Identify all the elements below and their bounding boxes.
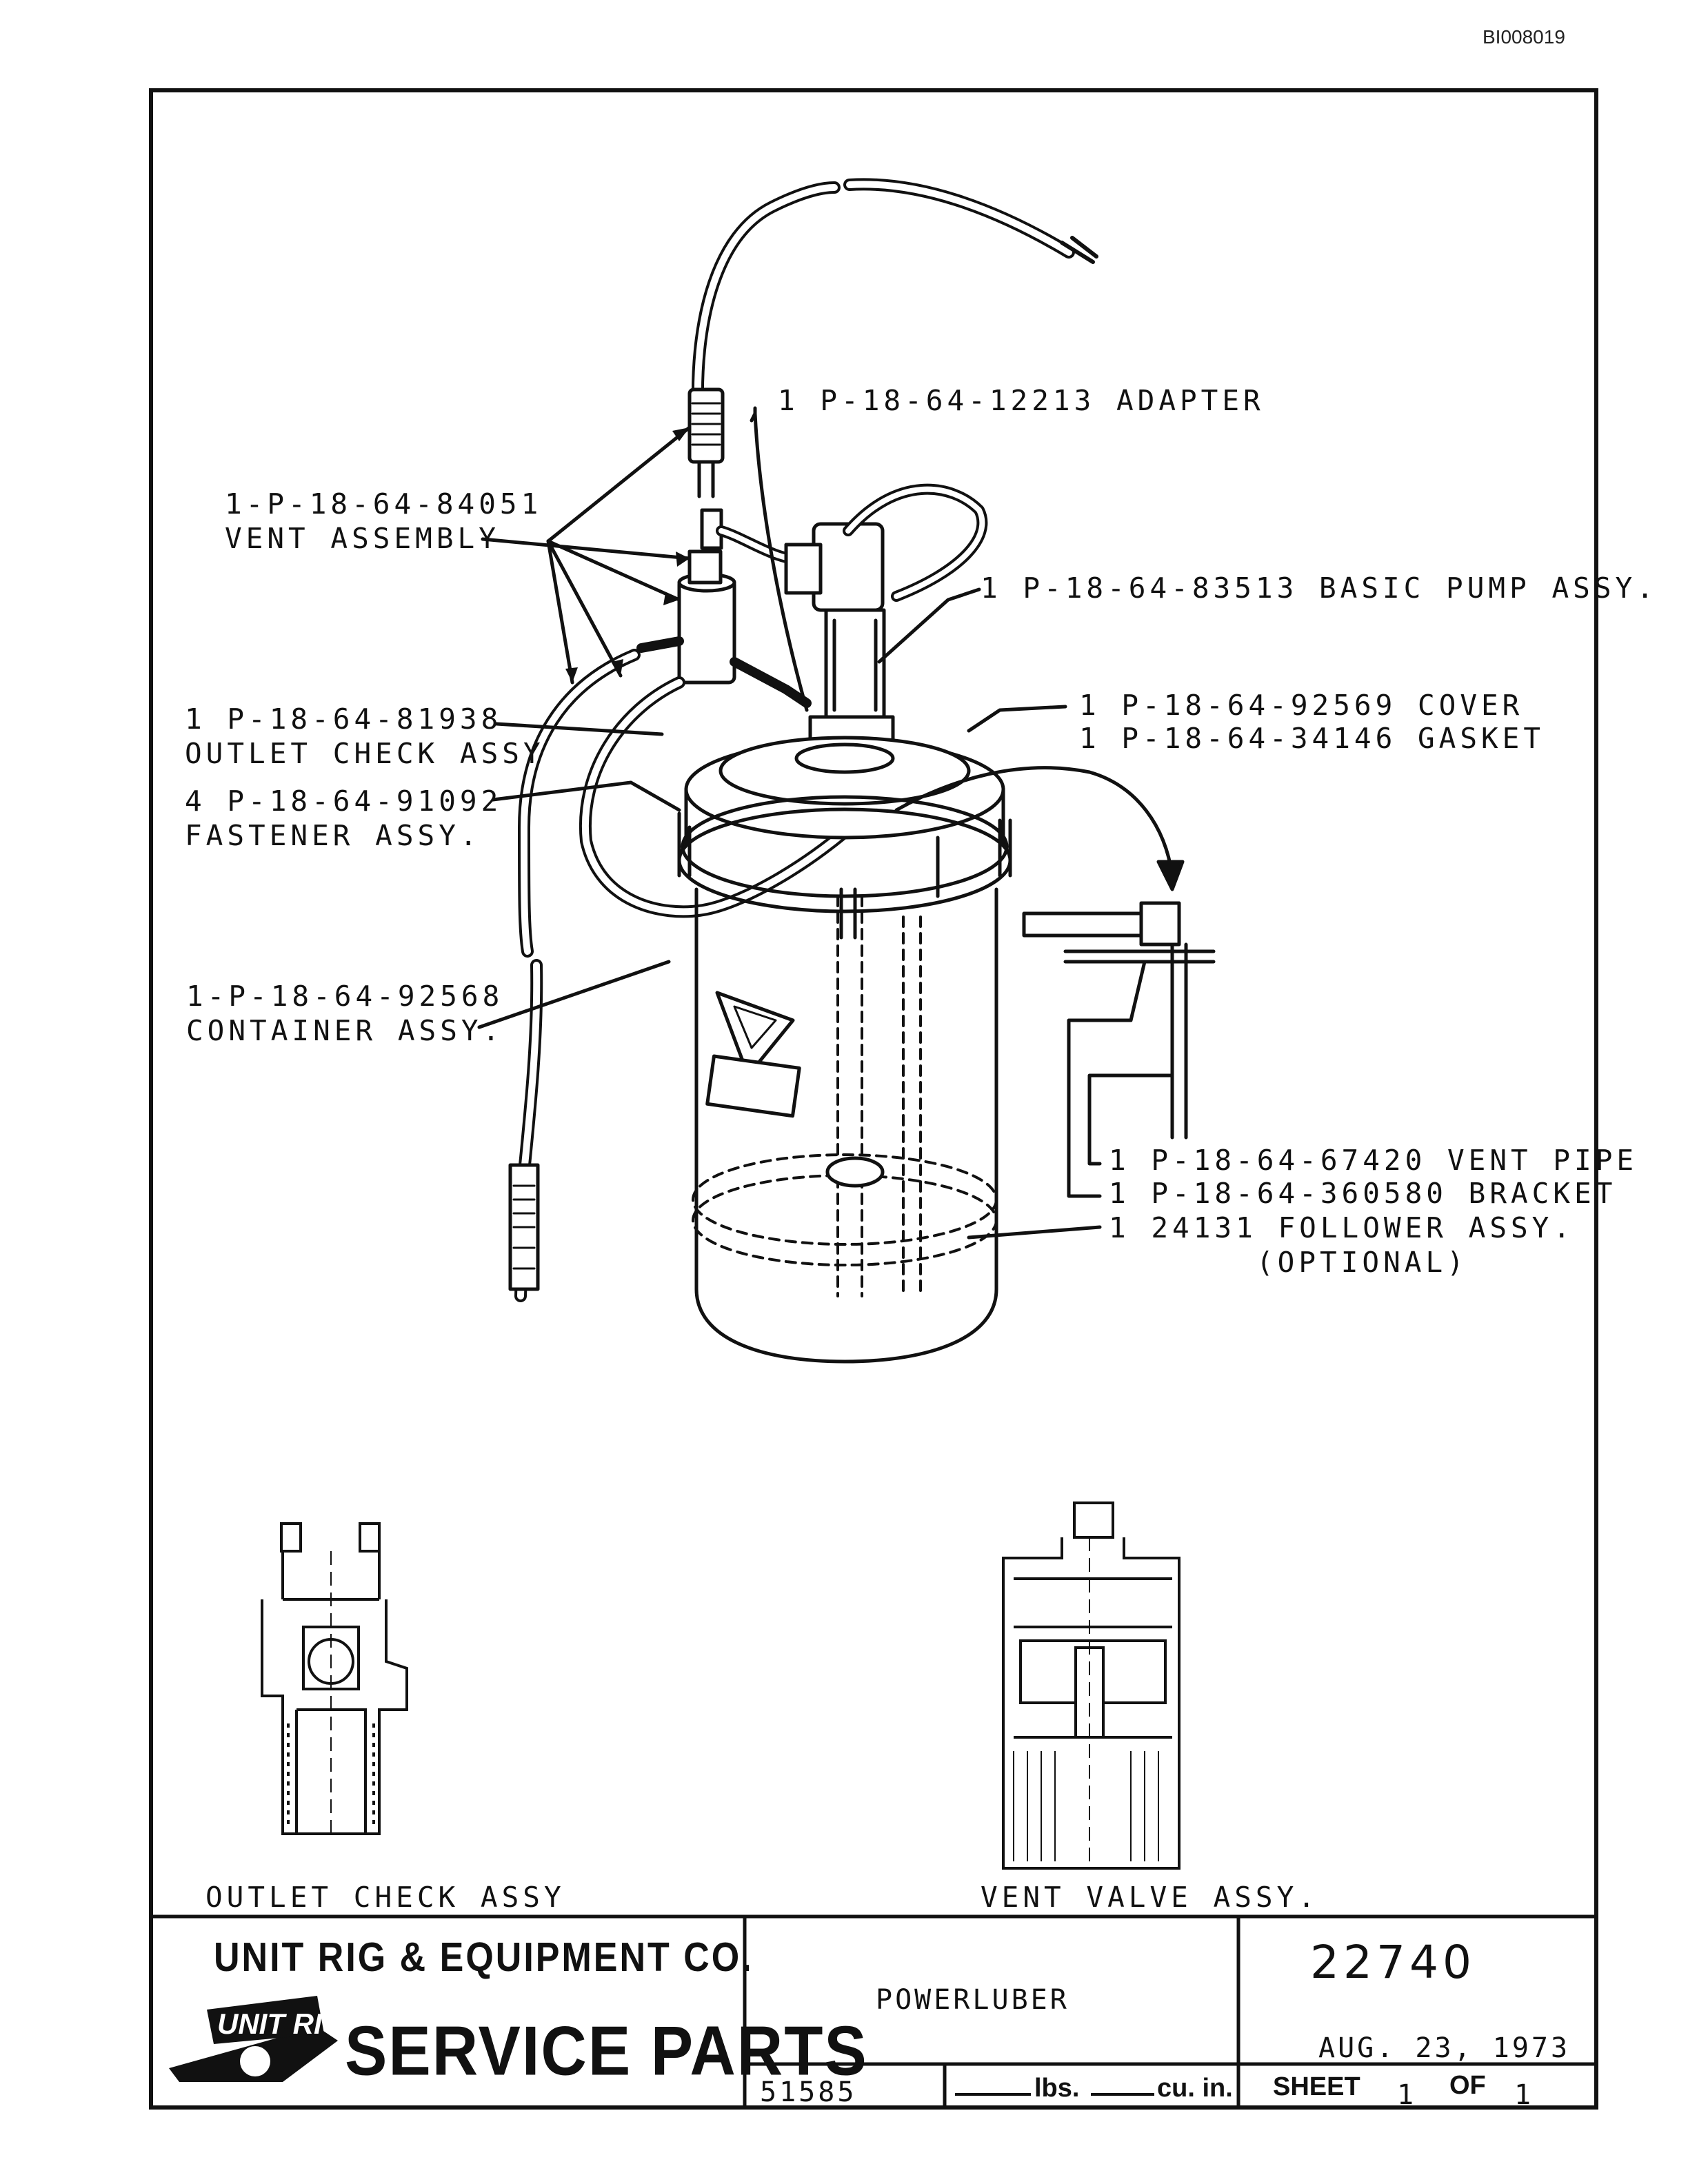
gasket-callout: 1 P-18-64-34146 GASKET bbox=[1079, 722, 1545, 755]
outlet-check-cutaway bbox=[261, 1522, 408, 1835]
bracket-callout: 1 P-18-64-360580 BRACKET bbox=[1109, 1177, 1617, 1210]
weight-blank bbox=[955, 2093, 1031, 2096]
vent-valve-cutaway bbox=[1002, 1502, 1180, 1870]
weight-unit: lbs. bbox=[1034, 2074, 1080, 2103]
fastener-label: FASTENER ASSY. bbox=[185, 819, 481, 852]
adapter-callout: 1 P-18-64-12213 ADAPTER bbox=[778, 384, 1265, 417]
volume-unit: cu. in. bbox=[1157, 2074, 1233, 2103]
container-label: CONTAINER ASSY. bbox=[186, 1014, 504, 1047]
follower-callout: 1 24131 FOLLOWER ASSY. bbox=[1109, 1211, 1575, 1244]
service-parts-title: SERVICE PARTS bbox=[345, 2012, 868, 2090]
part-reference: 51585 bbox=[760, 2076, 857, 2108]
sheet-number: 1 bbox=[1397, 2079, 1417, 2111]
volume-blank bbox=[1091, 2093, 1154, 2096]
drawing-number: 22740 bbox=[1310, 1936, 1476, 1989]
fastener-part-number: 4 P-18-64-91092 bbox=[185, 785, 503, 818]
logo-text: UNIT RIG bbox=[217, 2008, 344, 2040]
drawing-frame bbox=[149, 88, 1598, 2110]
vent-assembly-part-number: 1-P-18-64-84051 bbox=[225, 487, 543, 520]
product-name: POWERLUBER bbox=[876, 1984, 1069, 2016]
outlet-check-label: OUTLET CHECK ASSY bbox=[185, 737, 545, 770]
outlet-check-caption: OUTLET CHECK ASSY bbox=[205, 1881, 565, 1914]
title-block-lines bbox=[149, 1914, 1598, 2110]
container-part-number: 1-P-18-64-92568 bbox=[186, 980, 504, 1013]
vent-pipe-callout: 1 P-18-64-67420 VENT PIPE bbox=[1109, 1144, 1638, 1177]
sheet-label: SHEET bbox=[1273, 2072, 1360, 2101]
sheet-total: 1 bbox=[1514, 2079, 1534, 2111]
company-name: UNIT RIG & EQUIPMENT CO. bbox=[214, 1934, 754, 1981]
of-label: OF bbox=[1449, 2071, 1486, 2100]
vent-assembly-label: VENT ASSEMBLY bbox=[225, 522, 500, 555]
document-id: BI008019 bbox=[1483, 26, 1565, 48]
unit-rig-logo: UNIT RIG bbox=[169, 1996, 344, 2082]
outlet-check-part-number: 1 P-18-64-81938 bbox=[185, 702, 503, 736]
drawing-date: AUG. 23, 1973 bbox=[1318, 2032, 1571, 2064]
cover-callout: 1 P-18-64-92569 COVER bbox=[1079, 689, 1524, 722]
basic-pump-callout: 1 P-18-64-83513 BASIC PUMP ASSY. bbox=[981, 572, 1658, 605]
optional-note: (OPTIONAL) bbox=[1256, 1246, 1468, 1279]
vent-valve-caption: VENT VALVE ASSY. bbox=[981, 1881, 1319, 1914]
